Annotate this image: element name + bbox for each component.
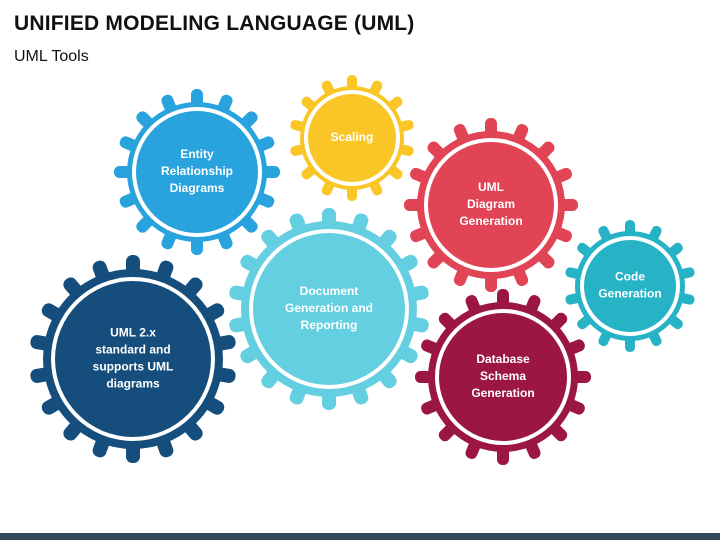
gear-inner-disc [308, 94, 396, 182]
gear-scaling: Scaling [290, 75, 414, 201]
gear-label-line: Diagrams [170, 181, 225, 195]
gear-label-line: Reporting [301, 318, 358, 332]
gear-label-line: Scaling [331, 130, 374, 144]
gear-label-line: standard and [95, 343, 170, 357]
gear-inner-disc [439, 313, 567, 441]
gear-label-line: Generation [459, 214, 522, 228]
gear-inner-disc [428, 142, 554, 268]
gear-label-line: Generation [598, 287, 661, 301]
gear-label-line: Diagram [467, 197, 515, 211]
gear-inner-disc [253, 233, 405, 385]
gear-uml-standard: UML 2.x standard and supports UML diagrams [30, 255, 236, 463]
gear-label-line: Generation [471, 386, 534, 400]
gear-label-line: diagrams [106, 377, 160, 391]
gear-label-line: Generation and [285, 301, 373, 315]
gear-inner-disc [136, 111, 258, 233]
gear-label-line: UML [478, 180, 504, 194]
gear-inner-disc [584, 240, 676, 332]
gear-label-line: Database [476, 352, 530, 366]
gear-label-line: Code [615, 270, 645, 284]
page-subtitle: UML Tools [14, 48, 89, 65]
gear-label-line: supports UML [93, 360, 174, 374]
gear-label-line: UML 2.x [110, 326, 156, 340]
page-title: UNIFIED MODELING LANGUAGE (UML) [14, 12, 415, 35]
gear-label-line: Entity [180, 147, 214, 161]
bottom-bar [0, 533, 720, 540]
gear-inner-disc [55, 281, 211, 437]
gear-label-line: Document [300, 284, 359, 298]
gear-label-line: Relationship [161, 164, 233, 178]
gear-label-line: Schema [480, 369, 526, 383]
